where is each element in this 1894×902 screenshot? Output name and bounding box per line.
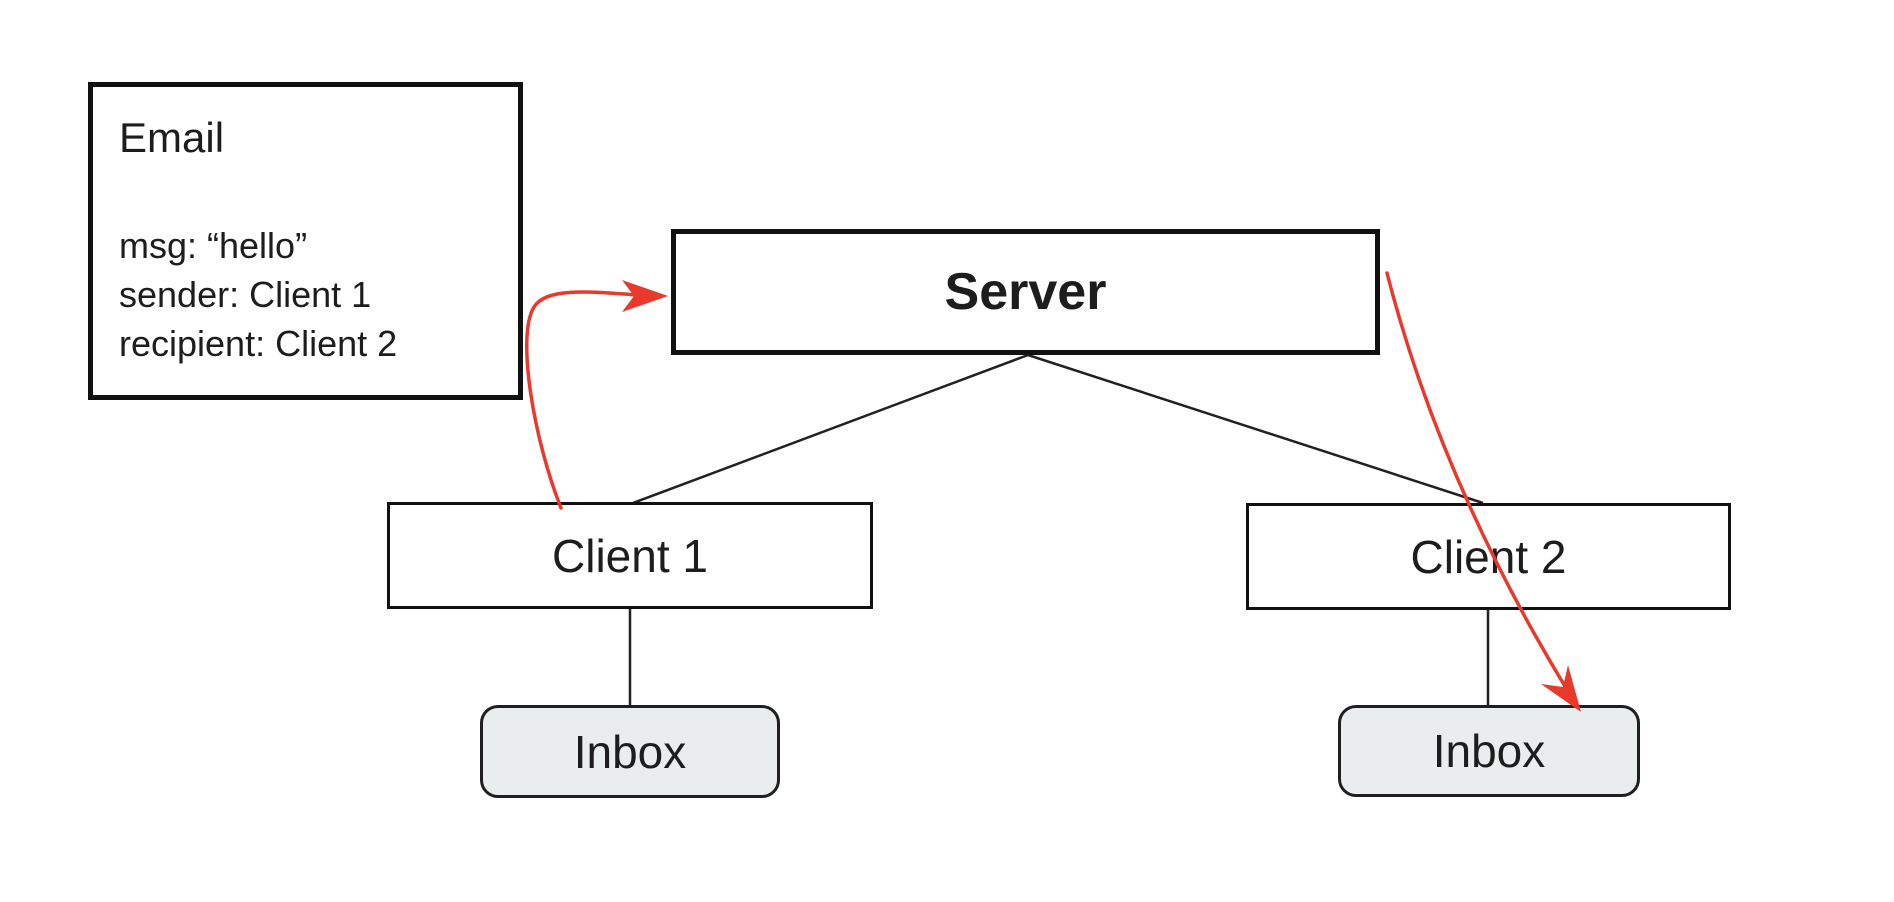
inbox1-node[interactable]: Inbox xyxy=(480,705,780,798)
client2-node[interactable]: Client 2 xyxy=(1246,503,1731,610)
client1-label: Client 1 xyxy=(552,529,708,582)
email-note-fields: msg: “hello” sender: Client 1 recipient:… xyxy=(119,221,496,368)
client2-label: Client 2 xyxy=(1410,530,1567,583)
server-client1-connector xyxy=(632,353,1029,505)
server-client2-connector xyxy=(1027,353,1484,505)
server-label: Server xyxy=(944,263,1107,321)
client1-to-server-arrowhead-icon xyxy=(622,280,668,312)
inbox2-label: Inbox xyxy=(1432,725,1546,777)
email-msg-field: msg: “hello” xyxy=(119,225,308,266)
inbox2-node[interactable]: Inbox xyxy=(1338,705,1640,797)
client1-node[interactable]: Client 1 xyxy=(387,502,873,609)
client1-to-server-red-arrow xyxy=(525,290,639,510)
server-to-inbox2-red-arrow xyxy=(1385,271,1568,690)
server-node[interactable]: Server xyxy=(671,229,1380,355)
email-sender-field: sender: Client 1 xyxy=(119,274,372,315)
email-recipient-field: recipient: Client 2 xyxy=(119,323,398,364)
email-note[interactable]: Email msg: “hello” sender: Client 1 reci… xyxy=(88,82,523,400)
inbox1-label: Inbox xyxy=(573,725,687,778)
email-note-title: Email xyxy=(119,114,225,161)
